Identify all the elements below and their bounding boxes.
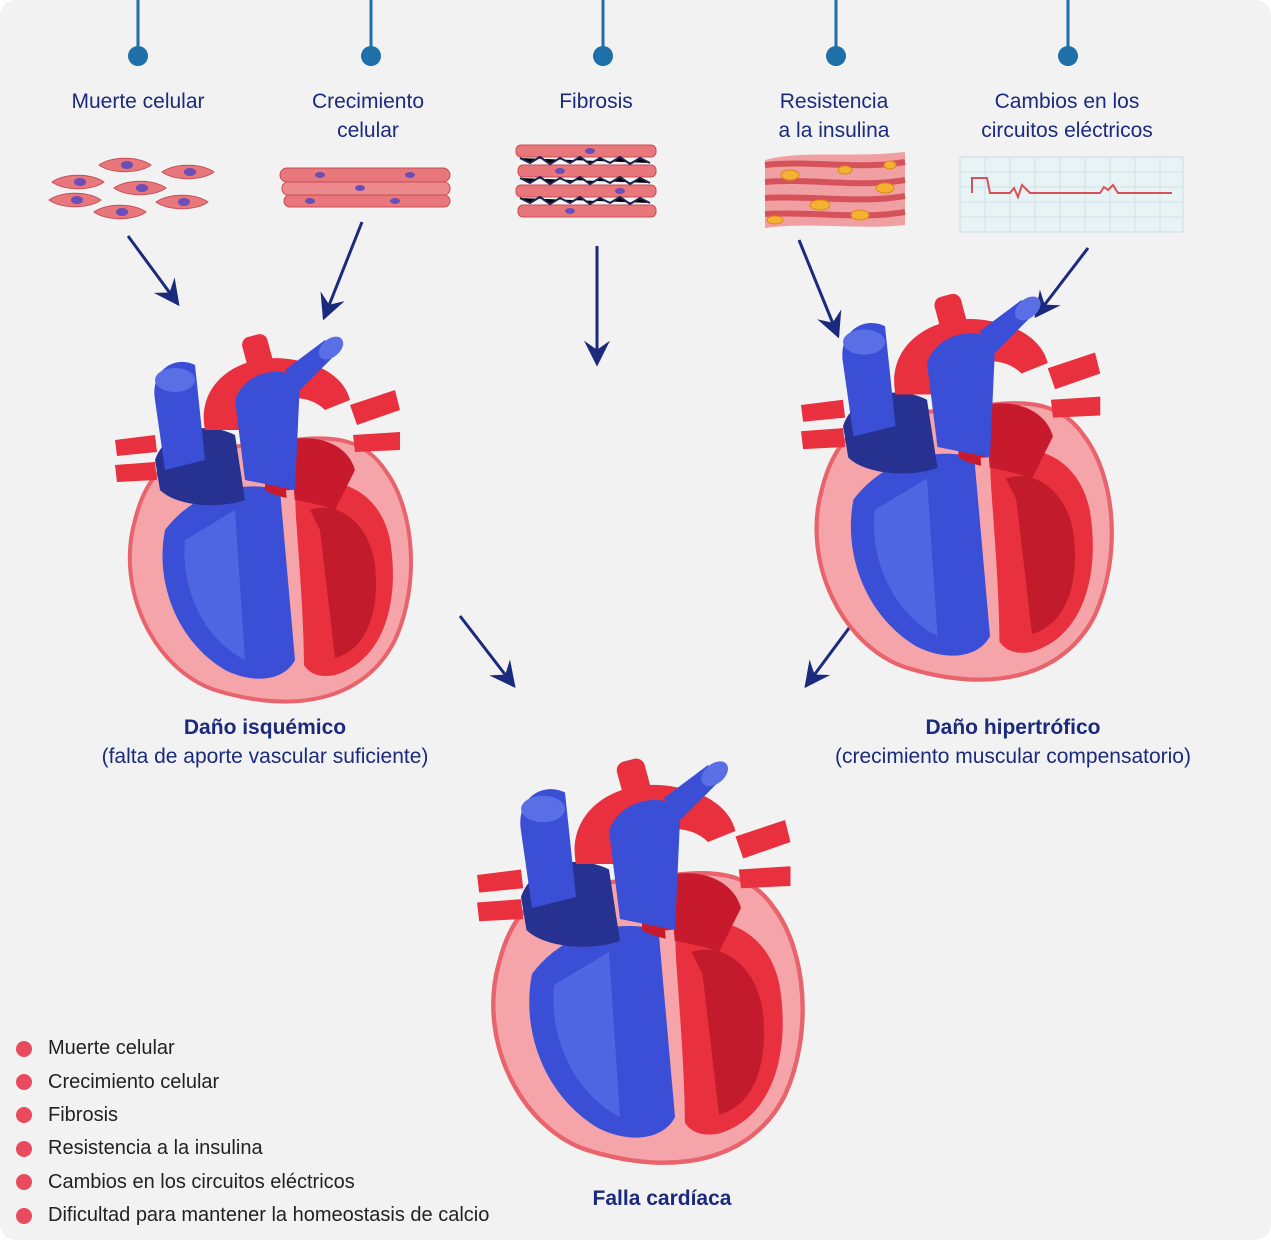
cell-growth-illustration (279, 167, 451, 208)
ischemic-heart-illustration (115, 332, 411, 701)
cell-death-illustration (48, 157, 215, 220)
legend-item-label: Cambios en los circuitos eléctricos (48, 1170, 355, 1193)
insulin-resistance-illustration (764, 152, 906, 228)
factor-label-electrical-changes: Cambios en los circuitos eléctricos (981, 90, 1153, 142)
hypertrophic-title: Daño hipertrófico (925, 716, 1101, 739)
top-connectors (128, 0, 1078, 66)
legend-bullet-icon (16, 1140, 32, 1157)
legend-bullet-icon (16, 1207, 32, 1224)
heart-failure-title: Falla cardíaca (592, 1187, 732, 1210)
legend-item-label: Fibrosis (48, 1103, 119, 1126)
factor-label-cell-death: Muerte celular (71, 90, 205, 113)
ecg-illustration (959, 156, 1184, 233)
fibrosis-illustration (515, 144, 657, 218)
factor-label-cell-growth: Crecimiento celular (311, 90, 425, 142)
factor-label-insulin-resistance: Resistencia a la insulina (778, 90, 890, 142)
legend-item: Resistencia a la insulina (16, 1132, 489, 1165)
legend-item-label: Muerte celular (48, 1037, 175, 1060)
legend-bullet-icon (16, 1074, 32, 1091)
legend-bullet-icon (16, 1174, 32, 1191)
legend-bullet-icon (16, 1040, 32, 1057)
factor-label-fibrosis: Fibrosis (559, 90, 633, 113)
hypertrophic-heart-illustration (801, 292, 1112, 680)
hypertrophic-subtitle: (crecimiento muscular compensatorio) (835, 745, 1191, 768)
legend-item: Crecimiento celular (16, 1065, 489, 1098)
legend-item-label: Resistencia a la insulina (48, 1137, 263, 1160)
ischemic-title: Daño isquémico (183, 716, 347, 739)
ischemic-subtitle: (falta de aporte vascular suficiente) (101, 745, 429, 768)
legend-item: Dificultad para mantener la homeostasis … (16, 1199, 489, 1232)
flow-arrows (126, 221, 1090, 689)
legend-item: Muerte celular (16, 1032, 489, 1065)
legend-item: Fibrosis (16, 1099, 489, 1132)
legend-item: Cambios en los circuitos eléctricos (16, 1166, 489, 1199)
legend-bullet-icon (16, 1107, 32, 1124)
legend-item-label: Crecimiento celular (48, 1070, 220, 1093)
legend-item-label: Dificultad para mantener la homeostasis … (48, 1204, 490, 1227)
heart-failure-illustration (477, 756, 803, 1162)
legend: Muerte celular Crecimiento celular Fibro… (16, 1032, 489, 1232)
